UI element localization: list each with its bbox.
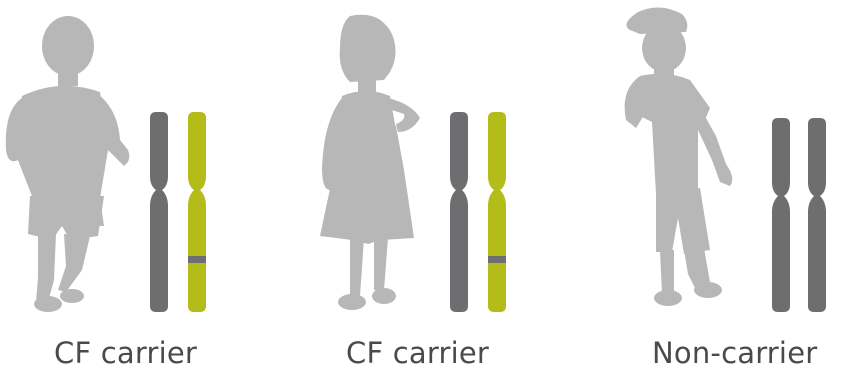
child-label-3: Non-carrier: [652, 336, 817, 370]
cf-mutation-band: [488, 256, 506, 263]
child-label-1: CF carrier: [54, 336, 197, 370]
normal-chromosome: [808, 118, 826, 312]
chromosome-pair-3: [560, 0, 841, 330]
normal-chromosome: [772, 118, 790, 312]
child-label-2: CF carrier: [346, 336, 489, 370]
child-panel-2: CF carrier: [280, 0, 560, 376]
cf-chromosome: [188, 112, 206, 312]
normal-chromosome: [150, 112, 168, 312]
chromosome-pair-2: [280, 0, 560, 330]
cf-chromosome: [488, 112, 506, 312]
child-panel-1: CF carrier: [0, 0, 280, 376]
normal-chromosome: [450, 112, 468, 312]
cf-mutation-band: [188, 256, 206, 263]
child-panel-3: Non-carrier: [560, 0, 841, 376]
chromosome-pair-1: [0, 0, 280, 330]
